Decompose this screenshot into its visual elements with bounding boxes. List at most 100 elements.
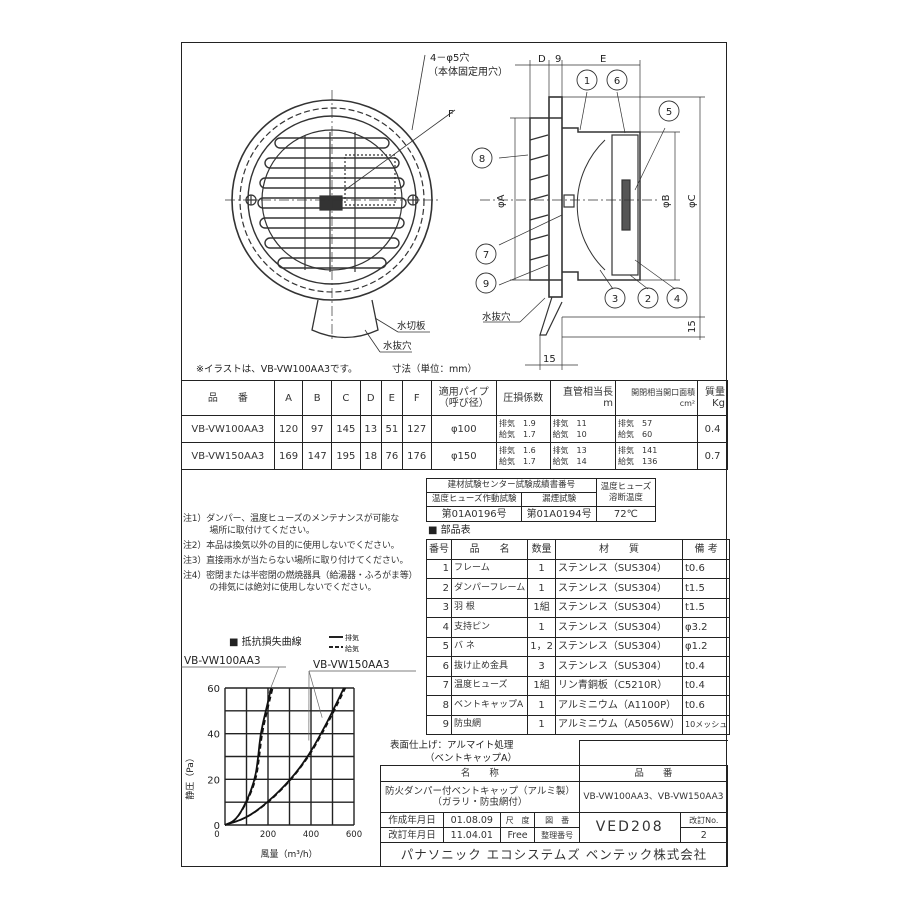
model-value: VB-VW100AA3、VB-VW150AA3: [578, 781, 729, 813]
material-cell: ステンレス（SUS304）: [554, 636, 684, 657]
created-date: 01.08.09: [442, 812, 501, 828]
part-name-cell: ベントキャップA: [450, 695, 529, 716]
title-block: 名 称品 番 防火ダンパー付ベントキャップ（アルミ製）（ガラリ・防虫網付） VB…: [380, 740, 729, 867]
front-view: [225, 54, 456, 353]
col-E: E: [380, 380, 403, 416]
material-cell: アルミニウム（A5056W）: [554, 714, 684, 735]
note-line: 注1）ダンパー、温度ヒューズのメンテナンスが可能な: [183, 514, 400, 524]
fuse-temp: 72℃: [595, 506, 657, 522]
callout-8: 8: [479, 154, 485, 165]
part-no-cell: 1: [426, 558, 452, 579]
fuse-temp-header: 温度ヒューズ 溶断温度: [595, 478, 657, 507]
curve-label-100: VB-VW100AA3: [184, 655, 261, 667]
company-name: パナソニック エコシステムズ ベンテック株式会社: [380, 842, 728, 867]
area-exhaust: 排気 141: [618, 446, 658, 455]
mass-cell: 0.4: [697, 415, 728, 443]
part-no-cell: 4: [426, 617, 452, 638]
col-area: 開閉相当開口面積 cm²: [615, 380, 699, 416]
x-tick-label: 0: [214, 830, 219, 840]
part-name-cell: 羽 根: [450, 597, 529, 618]
finish-line: （ベントキャップA）: [425, 753, 517, 764]
leader-line: [267, 666, 280, 695]
x-tick-label: 600: [346, 830, 362, 840]
drain-hole-side-label: 水抜穴: [482, 311, 511, 323]
parts-title: ■ 部品表: [428, 525, 471, 536]
material-cell: ステンレス（SUS304）: [554, 617, 684, 638]
col-model: 品 番: [181, 380, 275, 416]
spec-row: VB-VW100AA3 120 97 145 13 51 127 φ100 排気…: [181, 415, 728, 443]
revision-label: 改訂No.: [679, 812, 729, 828]
callout-6: 6: [614, 76, 620, 87]
drain-hole-front-label: 水抜穴: [383, 340, 412, 352]
legend-exhaust: 排気: [345, 633, 359, 642]
quantity-cell: 1: [527, 714, 556, 735]
ref-no-label: 整理番号: [534, 827, 580, 843]
remarks-cell: t0.4: [682, 675, 731, 696]
test-title: 建材試験センター試験成績書番号: [426, 478, 597, 493]
x-axis-label: 風量（m³/h）: [260, 849, 317, 860]
revision-number: 2: [679, 827, 729, 843]
D-cell: 18: [359, 442, 382, 470]
remarks-cell: t0.4: [682, 656, 731, 677]
area-exhaust: 排気 57: [618, 419, 653, 428]
y-tick-label: 60: [207, 684, 220, 695]
remarks-cell: t1.5: [682, 597, 731, 618]
y-axis-label: 静圧（Pa）: [184, 753, 196, 800]
spec-header-row: 品 番 A B C D E F 適用パイプ （呼び径） 圧損係数 直管相当長 m…: [181, 380, 728, 416]
material-cell: ステンレス（SUS304）: [554, 656, 684, 677]
hole-label: 4－φ5穴: [430, 51, 469, 64]
B-cell: 147: [302, 442, 333, 470]
x-tick-label: 400: [303, 830, 319, 840]
fuse-test-no: 第01A0196号: [425, 506, 523, 522]
loss-supply: 給気 1.7: [499, 457, 536, 466]
dim-D: D: [538, 54, 546, 65]
quantity-cell: 1組: [527, 675, 556, 696]
A-cell: 120: [273, 415, 304, 443]
pipe-cell: φ150: [430, 442, 498, 470]
model-cell: VB-VW100AA3: [181, 415, 275, 443]
quantity-cell: 3: [527, 656, 556, 677]
callout-2: 2: [645, 294, 651, 305]
C-cell: 145: [331, 415, 361, 443]
product-name-line: （ガラリ・防虫網付）: [432, 797, 528, 808]
loss-supply: 給気 1.7: [499, 430, 536, 439]
smoke-test-no: 第01A0194号: [521, 506, 597, 522]
curve-VB-VW100AA3-dashed: [224, 687, 274, 826]
x-tick-label: 200: [260, 830, 276, 840]
part-name-cell: 防虫網: [450, 714, 529, 735]
dim-9: 9: [555, 54, 561, 65]
quantity-cell: 1組: [527, 597, 556, 618]
part-name-cell: バ ネ: [450, 636, 529, 657]
F-cell: 176: [401, 442, 432, 470]
material-header: 材 質: [554, 539, 684, 560]
length-exhaust: 排気 11: [552, 419, 587, 428]
material-cell: リン青銅板（C5210R）: [554, 675, 684, 696]
product-name-line: 防火ダンパー付ベントキャップ（アルミ製）: [384, 786, 575, 797]
col-pipe: 適用パイプ （呼び径）: [430, 380, 498, 416]
note-line: 注4）密閉または半密閉の燃焼器具（給湯器・ふろがま等）: [183, 571, 418, 581]
dim-B: φB: [661, 194, 672, 208]
legend-supply: 給気: [345, 644, 359, 653]
part-name-cell: フレーム: [450, 558, 529, 579]
remarks-cell: t0.6: [682, 695, 731, 716]
callout-5: 5: [666, 107, 672, 118]
A-cell: 169: [273, 442, 304, 470]
remarks-cell: φ3.2: [682, 617, 731, 638]
drawing-no-label: 図 番: [534, 812, 580, 828]
product-name: 防火ダンパー付ベントキャップ（アルミ製）（ガラリ・防虫網付）: [380, 781, 580, 813]
curve-VB-VW150AA3-dashed: [224, 687, 347, 826]
remarks-header: 備 考: [682, 539, 731, 560]
chart-title: ■ 抵抗損失曲線: [229, 635, 302, 648]
material-cell: ステンレス（SUS304）: [554, 558, 684, 579]
